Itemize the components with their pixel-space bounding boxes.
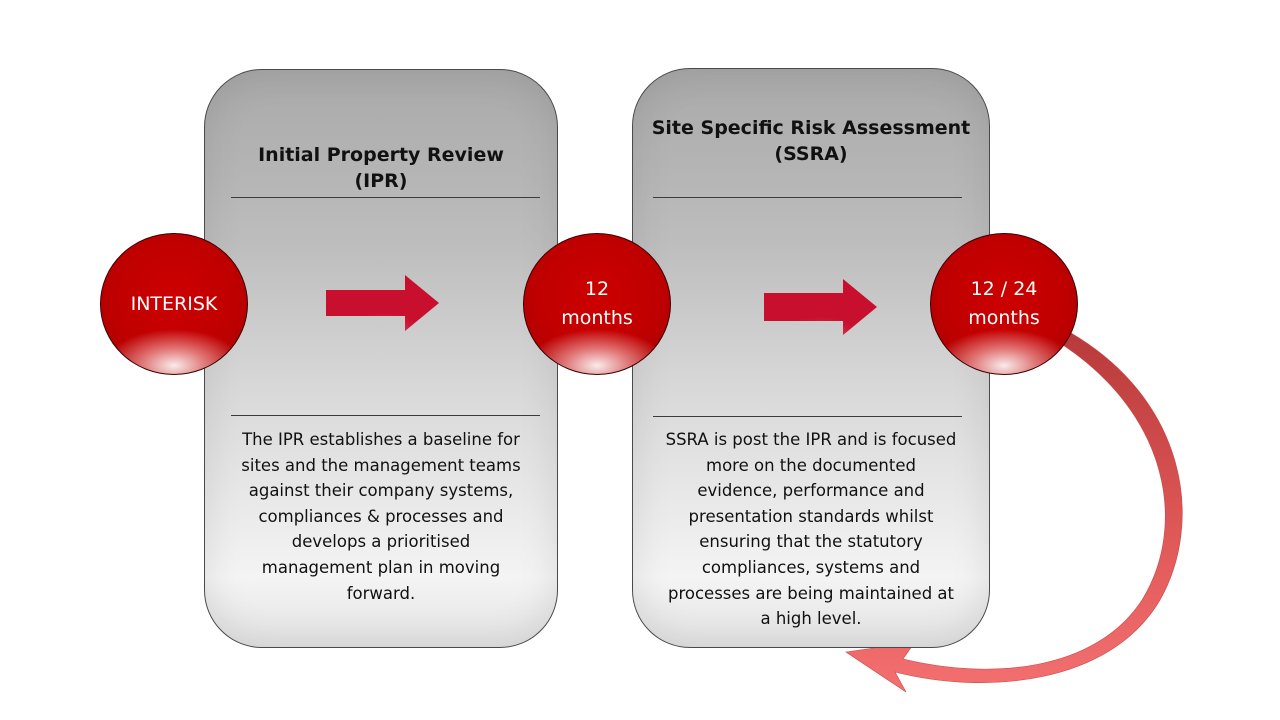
right-arrow-icon (326, 275, 439, 331)
milestone-label: 12 / 24 (970, 278, 1038, 300)
stage-title: Site Specific Risk Assessment (SSRA) (633, 115, 989, 167)
milestone-label: 12 (584, 278, 610, 300)
description-line: ensuring that the statutory (699, 532, 923, 552)
stage-description: SSRA is post the IPR and is focused more… (653, 427, 969, 632)
milestone-12-24-months: 12 / 24 months (930, 233, 1078, 375)
description-line: a high level. (760, 609, 862, 629)
stage-title-abbrev: (SSRA) (774, 143, 848, 165)
description-line: evidence, performance and (697, 481, 925, 501)
stage-title-line: Site Specific Risk Assessment (651, 117, 971, 139)
divider-top (653, 197, 962, 198)
description-line: compliances & processes and (258, 506, 504, 526)
milestone-sublabel: months (968, 307, 1040, 329)
milestone-12-months: 12 months (523, 233, 671, 375)
description-line: management plan in moving (261, 557, 501, 577)
stage-title-line: Initial Property Review (258, 144, 504, 166)
description-line: against their company systems, (248, 481, 514, 501)
right-arrow-icon (764, 279, 877, 335)
milestone-sublabel: months (561, 307, 633, 329)
stage-description: The IPR establishes a baseline for sites… (225, 427, 537, 606)
stage-card-ssra: Site Specific Risk Assessment (SSRA) SSR… (632, 68, 990, 648)
description-line: presentation standards whilst (688, 506, 934, 526)
description-line: develops a prioritised (291, 532, 471, 552)
divider-bottom (653, 416, 962, 417)
description-line: processes are being maintained at (667, 583, 954, 603)
description-line: sites and the management teams (241, 455, 521, 475)
description-line: SSRA is post the IPR and is focused (665, 430, 957, 449)
divider-bottom (231, 415, 540, 416)
description-line: The IPR establishes a baseline for (242, 430, 520, 449)
description-line: more on the documented (706, 455, 916, 475)
stage-title: Initial Property Review (IPR) (205, 142, 557, 194)
milestone-label: INTERISK (130, 292, 218, 315)
milestone-interisk: INTERISK (100, 233, 248, 375)
stage-title-abbrev: (IPR) (354, 170, 408, 192)
description-line: compliances, systems and (701, 557, 921, 577)
divider-top (231, 197, 540, 198)
description-line: forward. (346, 583, 416, 603)
stage-card-ipr: Initial Property Review (IPR) The IPR es… (204, 69, 558, 648)
